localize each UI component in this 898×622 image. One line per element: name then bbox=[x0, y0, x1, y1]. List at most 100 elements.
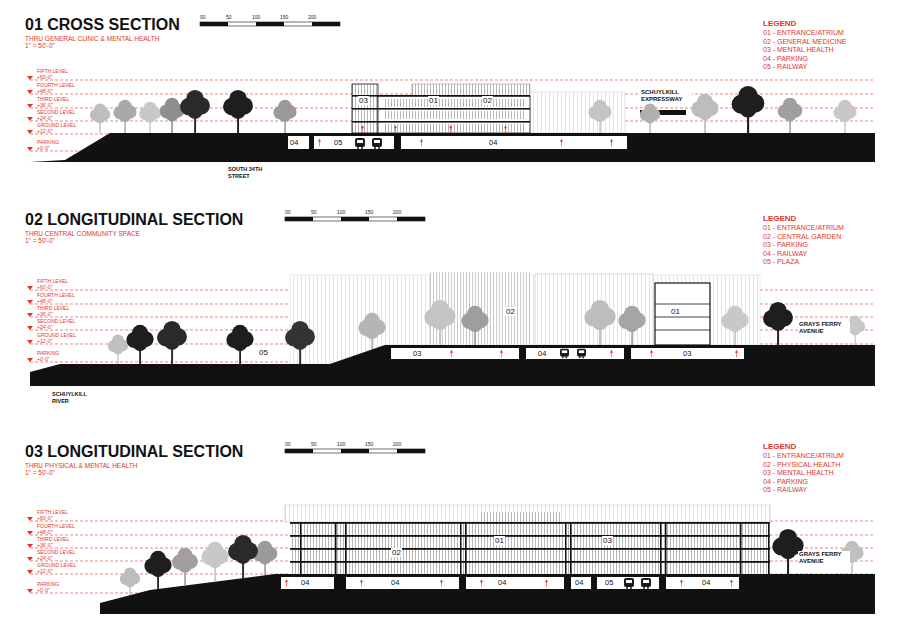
callout-number: 04 bbox=[489, 139, 497, 147]
tree bbox=[763, 302, 793, 345]
callout-number: 05 bbox=[334, 139, 342, 147]
callout-number: 04 bbox=[702, 579, 710, 587]
level-marker bbox=[27, 130, 33, 134]
underground-box: 03 bbox=[390, 347, 520, 360]
ground bbox=[100, 574, 875, 614]
level-label: FOURTH LEVEL bbox=[37, 292, 75, 298]
building-section bbox=[655, 330, 710, 331]
underground-space bbox=[525, 347, 625, 360]
callout-number: 04 bbox=[290, 139, 298, 147]
building-section bbox=[300, 522, 302, 574]
tree bbox=[228, 535, 258, 578]
circulation-arrow bbox=[420, 139, 423, 147]
callout-number: 03 bbox=[683, 350, 691, 358]
tree bbox=[144, 551, 171, 590]
scale-number: 50 bbox=[311, 441, 317, 447]
level-label: +60'-0" bbox=[37, 284, 53, 290]
tree bbox=[180, 90, 210, 133]
circulation-arrow bbox=[285, 579, 288, 587]
circulation-arrow bbox=[610, 139, 613, 147]
scale-number: 50 bbox=[226, 14, 232, 20]
section-subtitle: 1" = 50'-0" bbox=[25, 237, 55, 244]
level-marker bbox=[27, 76, 33, 593]
section-subtitle: 1" = 50'-0" bbox=[25, 42, 55, 49]
section-subtitle: THRU CENTRAL COMMUNITY SPACE bbox=[25, 230, 140, 237]
callout-number: 04 bbox=[391, 579, 399, 587]
section-subtitle: THRU GENERAL CLINIC & MENTAL HEALTH bbox=[25, 35, 159, 42]
building-section bbox=[345, 522, 347, 574]
legend-item: 03 - MENTAL HEALTH bbox=[763, 469, 834, 477]
building-section bbox=[465, 522, 467, 574]
place-name: SOUTH 34TH STREET bbox=[228, 166, 270, 179]
callout-number: 01 bbox=[670, 307, 681, 316]
level-label: FOURTH LEVEL bbox=[37, 523, 75, 529]
tree bbox=[691, 94, 718, 133]
building-section bbox=[300, 522, 770, 574]
level-label: SECOND LEVEL bbox=[37, 549, 75, 555]
tree bbox=[120, 568, 140, 597]
circulation-arrow bbox=[394, 125, 397, 133]
tree bbox=[732, 86, 765, 133]
level-label: +12'-0" bbox=[37, 568, 53, 574]
building-section bbox=[290, 535, 770, 537]
building-section bbox=[655, 304, 710, 305]
underground-space bbox=[287, 135, 310, 150]
level-label: +48'-0" bbox=[37, 529, 53, 535]
level-label: +36'-0" bbox=[37, 102, 53, 108]
scale-bar bbox=[285, 449, 313, 453]
train-icon bbox=[577, 349, 586, 359]
tree bbox=[833, 100, 856, 133]
callout-number: 02 bbox=[505, 307, 516, 316]
place-name: GRAYS FERRY AVENUE bbox=[798, 321, 850, 335]
level-label: SECOND LEVEL bbox=[37, 109, 75, 115]
underground-box: 04 bbox=[525, 347, 625, 360]
tree bbox=[90, 104, 110, 133]
legend-heading: LEGEND bbox=[763, 214, 796, 223]
level-marker bbox=[27, 589, 33, 593]
scale-bar bbox=[200, 22, 340, 26]
level-label: +24'-0" bbox=[37, 555, 53, 561]
level-marker bbox=[27, 544, 33, 548]
train-icon bbox=[355, 138, 365, 149]
level-label: PARKING bbox=[37, 581, 59, 587]
building-section bbox=[352, 121, 530, 123]
level-label: +12'-0" bbox=[37, 338, 53, 344]
callout-number: 04 bbox=[498, 579, 506, 587]
legend-item: 04 - PARKING bbox=[763, 55, 808, 63]
underground-space bbox=[665, 576, 740, 590]
callout-number: 04 bbox=[538, 350, 546, 358]
level-marker bbox=[27, 358, 33, 362]
tree bbox=[588, 100, 611, 133]
scale-bar bbox=[397, 217, 425, 221]
underground-space bbox=[465, 576, 565, 590]
tree bbox=[358, 313, 385, 352]
circulation-arrow bbox=[450, 350, 453, 358]
level-marker bbox=[27, 286, 33, 290]
scale-number: 200 bbox=[393, 209, 401, 215]
level-label: THIRD LEVEL bbox=[37, 536, 69, 542]
underground-box: 05 bbox=[596, 576, 660, 590]
underground-box: 04 bbox=[400, 135, 628, 150]
level-marker bbox=[27, 326, 33, 330]
tree bbox=[108, 335, 128, 364]
callout-number: 04 bbox=[301, 579, 309, 587]
train-icon bbox=[624, 578, 634, 589]
place-name: SCHUYLKILL RIVER bbox=[52, 391, 94, 404]
building-section bbox=[412, 84, 530, 96]
tree bbox=[618, 306, 645, 345]
building-section bbox=[535, 274, 653, 345]
level-label: +48'-0" bbox=[37, 88, 53, 94]
building-section bbox=[290, 522, 770, 574]
section-subtitle: THRU PHYSICAL & MENTAL HEALTH bbox=[25, 462, 137, 469]
scale-number: 200 bbox=[393, 441, 401, 447]
scale-number: 100 bbox=[337, 209, 345, 215]
level-marker bbox=[27, 313, 33, 317]
legend-item: 03 - PARKING bbox=[763, 241, 808, 249]
train-icon bbox=[355, 138, 651, 589]
callout-number: 02 bbox=[482, 96, 493, 105]
circulation-arrow bbox=[735, 350, 738, 358]
scale-number: 100 bbox=[252, 14, 260, 20]
tree bbox=[778, 98, 802, 133]
level-label: +0'-0" bbox=[37, 587, 50, 593]
